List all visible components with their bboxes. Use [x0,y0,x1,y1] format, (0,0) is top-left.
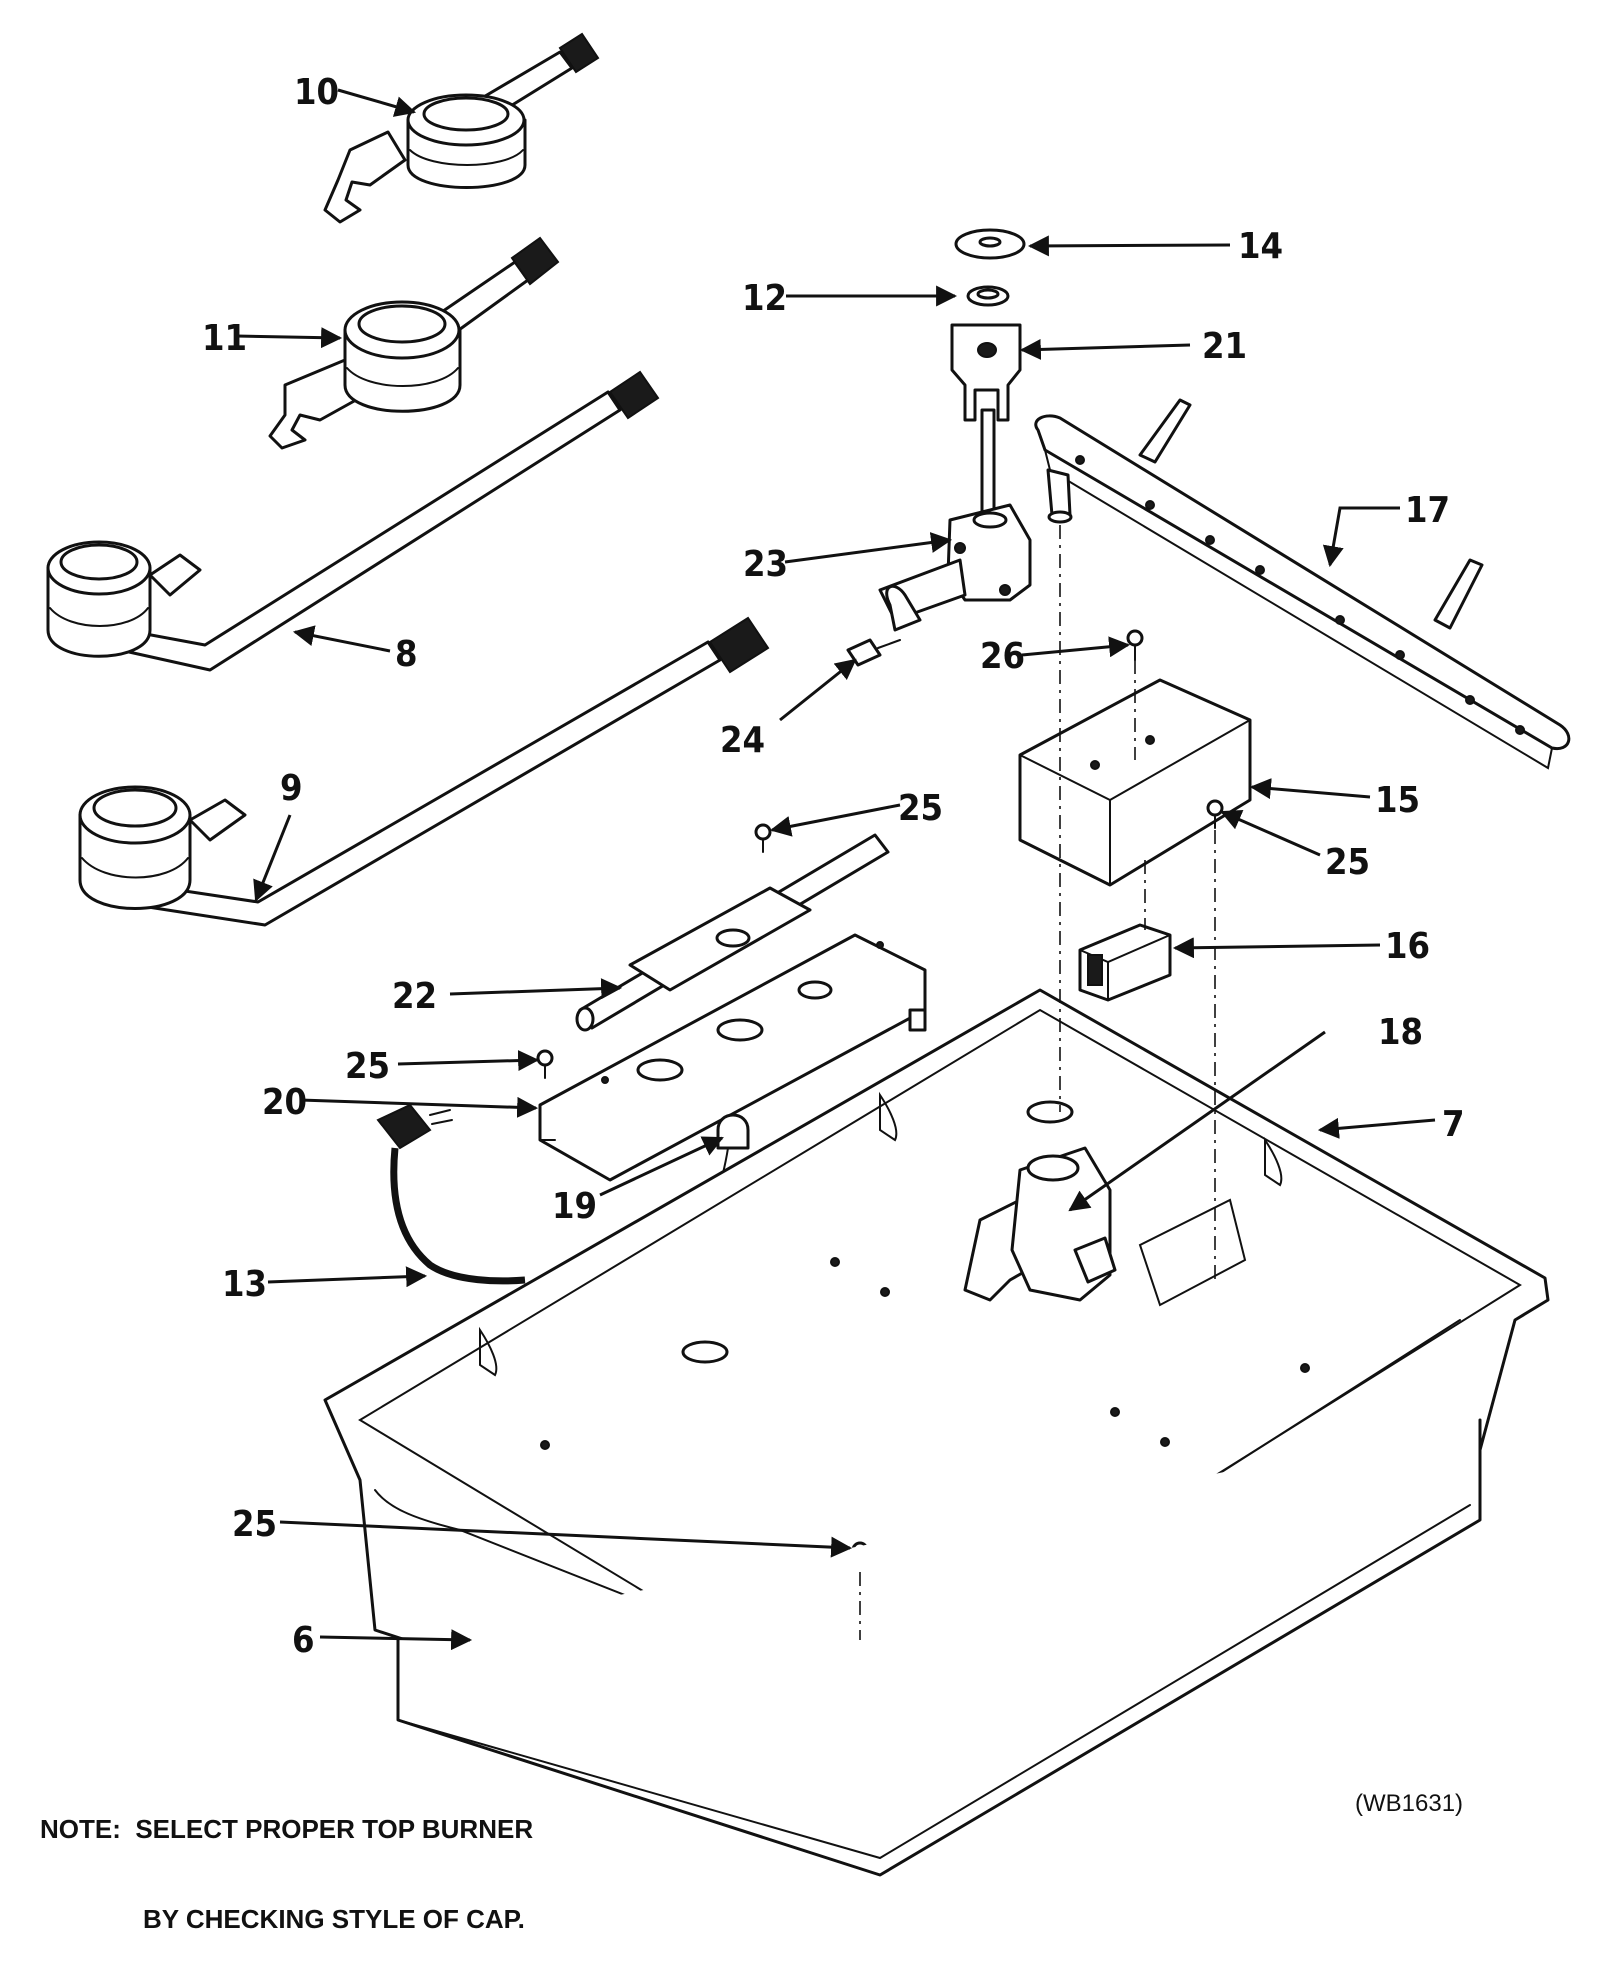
alignment-lines [859,525,1216,1640]
callout-17: 17 [1405,490,1450,531]
callout-18: 18 [1378,1012,1423,1053]
note-line-1: NOTE: SELECT PROPER TOP BURNER [40,1814,534,1844]
screw-25-left [536,1049,554,1079]
screw-25-box [1206,799,1224,829]
callout-21: 21 [1202,326,1247,367]
burner-9 [78,616,770,927]
gasket-6 [396,1418,1482,1877]
callout-23: 23 [743,544,788,585]
module-box-15 [1018,678,1252,887]
exploded-parts-diagram: 10 11 8 9 14 12 21 17 23 26 24 15 25 25 … [46,32,1571,1877]
callout-20: 20 [262,1082,307,1123]
callout-9: 9 [280,768,303,809]
callout-numbers: 10 11 8 9 14 12 21 17 23 26 24 15 25 25 … [202,72,1465,1661]
callout-6: 6 [292,1620,315,1661]
callout-15: 15 [1375,780,1420,821]
block-16 [1078,923,1172,1002]
note-line-2: BY CHECKING STYLE OF CAP. [143,1904,525,1934]
note-text: NOTE: SELECT PROPER TOP BURNER BY CHECKI… [40,1754,533,1964]
callout-25: 25 [345,1046,390,1087]
callout-12: 12 [742,278,787,319]
burner-8 [46,370,660,672]
callout-10: 10 [294,72,339,113]
burner-11 [268,236,560,450]
callout-7: 7 [1442,1104,1465,1145]
screw-26 [1126,629,1144,661]
callout-16: 16 [1385,926,1430,967]
callout-26: 26 [980,636,1025,677]
valve-23 [878,408,1032,632]
callout-8: 8 [395,634,418,675]
burner-10 [323,32,600,224]
callout-14: 14 [1238,226,1283,267]
callout-11: 11 [202,318,247,359]
callout-22: 22 [392,976,437,1017]
manifold-17 [1034,398,1571,770]
spring-12 [966,285,1010,307]
washer-14 [954,228,1026,260]
drawing-code: (WB1631) [1355,1790,1464,1817]
callout-25: 25 [898,788,943,829]
callout-24: 24 [720,720,765,761]
callout-25: 25 [1325,842,1370,883]
bracket-plate-20 [538,933,927,1182]
callout-19: 19 [552,1186,597,1227]
leader-arrows [235,88,1436,1651]
power-cord-13 [376,1103,526,1285]
screw-25-upper [754,823,772,853]
callout-13: 13 [222,1264,267,1305]
callout-25: 25 [232,1504,277,1545]
regulator-18 [1010,1146,1117,1302]
mount-plate-22 [628,886,812,992]
bracket-21 [950,323,1022,422]
